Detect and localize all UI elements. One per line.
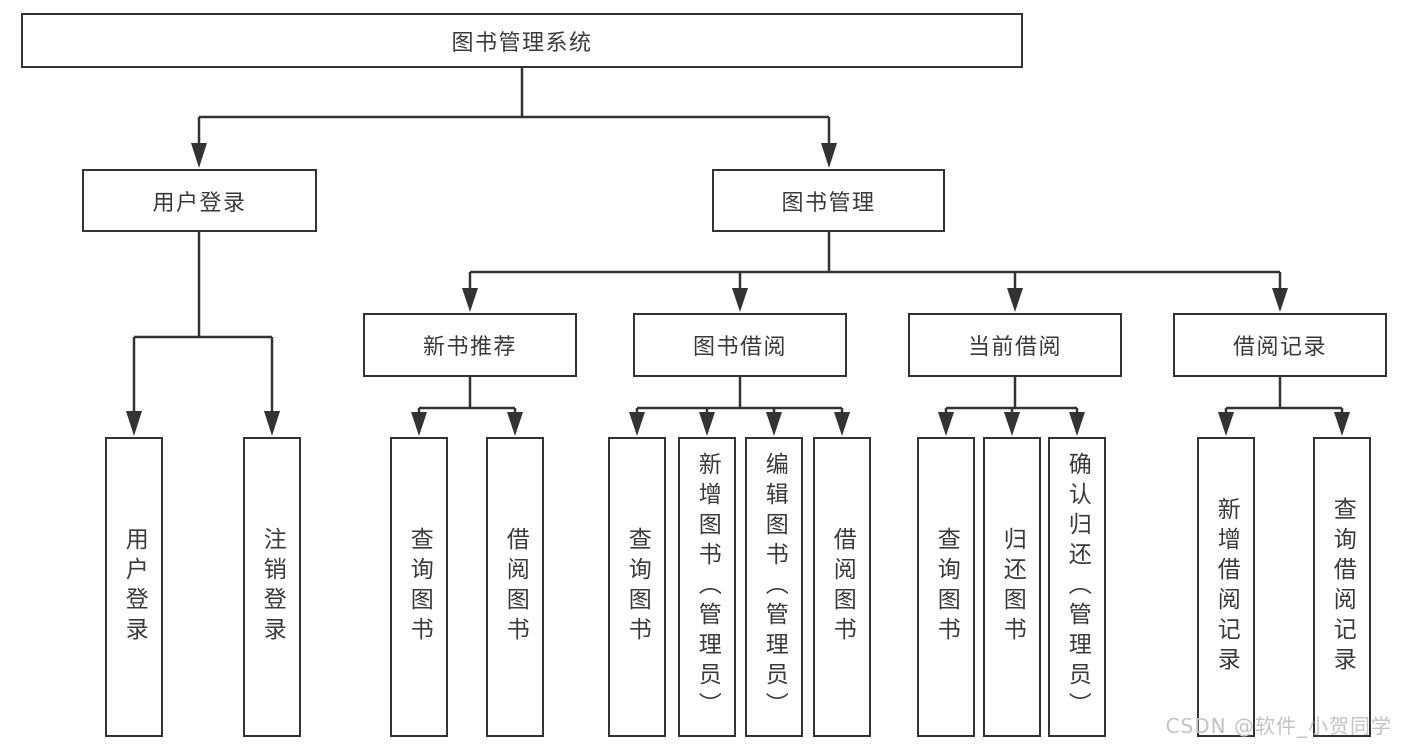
leaf-current-query-books-label: 查询图书 (933, 527, 960, 647)
connector-records-children (1218, 377, 1350, 436)
leaf-current-confirm-return-admin: 确认归还（管理员） (1048, 437, 1106, 737)
leaf-borrowing-borrow-books-label: 借阅图书 (829, 527, 856, 647)
leaf-records-add-record: 新增借阅记录 (1197, 437, 1255, 737)
leaf-borrowing-borrow-books: 借阅图书 (813, 437, 871, 737)
leaf-borrowing-query-books: 查询图书 (608, 437, 666, 737)
leaf-logout-label: 注销登录 (259, 527, 286, 647)
leaf-current-query-books: 查询图书 (917, 437, 975, 737)
node-current-borrowing: 当前借阅 (908, 313, 1122, 377)
connector-current-children (938, 377, 1085, 436)
leaf-borrowing-edit-books-admin-label: 编辑图书（管理员） (761, 452, 788, 722)
node-book-borrowing: 图书借阅 (633, 313, 847, 377)
node-book-management: 图书管理 (712, 169, 945, 232)
leaf-newbooks-borrow-books-label: 借阅图书 (502, 527, 529, 647)
leaf-current-return-books: 归还图书 (983, 437, 1041, 737)
connector-root-to-level2 (191, 68, 837, 168)
leaf-borrowing-add-books-admin: 新增图书（管理员） (678, 437, 736, 737)
leaf-borrowing-add-books-admin-label: 新增图书（管理员） (694, 452, 721, 722)
leaf-user-login-label: 用户登录 (121, 527, 148, 647)
leaf-newbooks-query-books: 查询图书 (390, 437, 448, 737)
leaf-newbooks-borrow-books: 借阅图书 (486, 437, 544, 737)
leaf-logout: 注销登录 (243, 437, 301, 737)
node-user-login: 用户登录 (82, 169, 317, 232)
leaf-current-confirm-return-admin-label: 确认归还（管理员） (1064, 452, 1091, 722)
leaf-borrowing-edit-books-admin: 编辑图书（管理员） (745, 437, 803, 737)
watermark: CSDN @软件_小贺同学 (1165, 714, 1392, 738)
node-borrow-records: 借阅记录 (1173, 313, 1387, 377)
node-root: 图书管理系统 (21, 13, 1023, 68)
node-new-book-recommendation: 新书推荐 (363, 313, 577, 377)
leaf-user-login: 用户登录 (105, 437, 163, 737)
leaf-records-query-record-label: 查询借阅记录 (1329, 497, 1356, 677)
leaf-records-add-record-label: 新增借阅记录 (1213, 497, 1240, 677)
leaf-current-return-books-label: 归还图书 (999, 527, 1026, 647)
connector-borrowing-children (629, 377, 850, 436)
leaf-newbooks-query-books-label: 查询图书 (406, 527, 433, 647)
leaf-records-query-record: 查询借阅记录 (1313, 437, 1371, 737)
connector-book-mgmt-to-level3 (462, 232, 1288, 312)
connector-new-books-children (411, 377, 523, 436)
connector-user-login-children (126, 232, 280, 436)
leaf-borrowing-query-books-label: 查询图书 (624, 527, 651, 647)
